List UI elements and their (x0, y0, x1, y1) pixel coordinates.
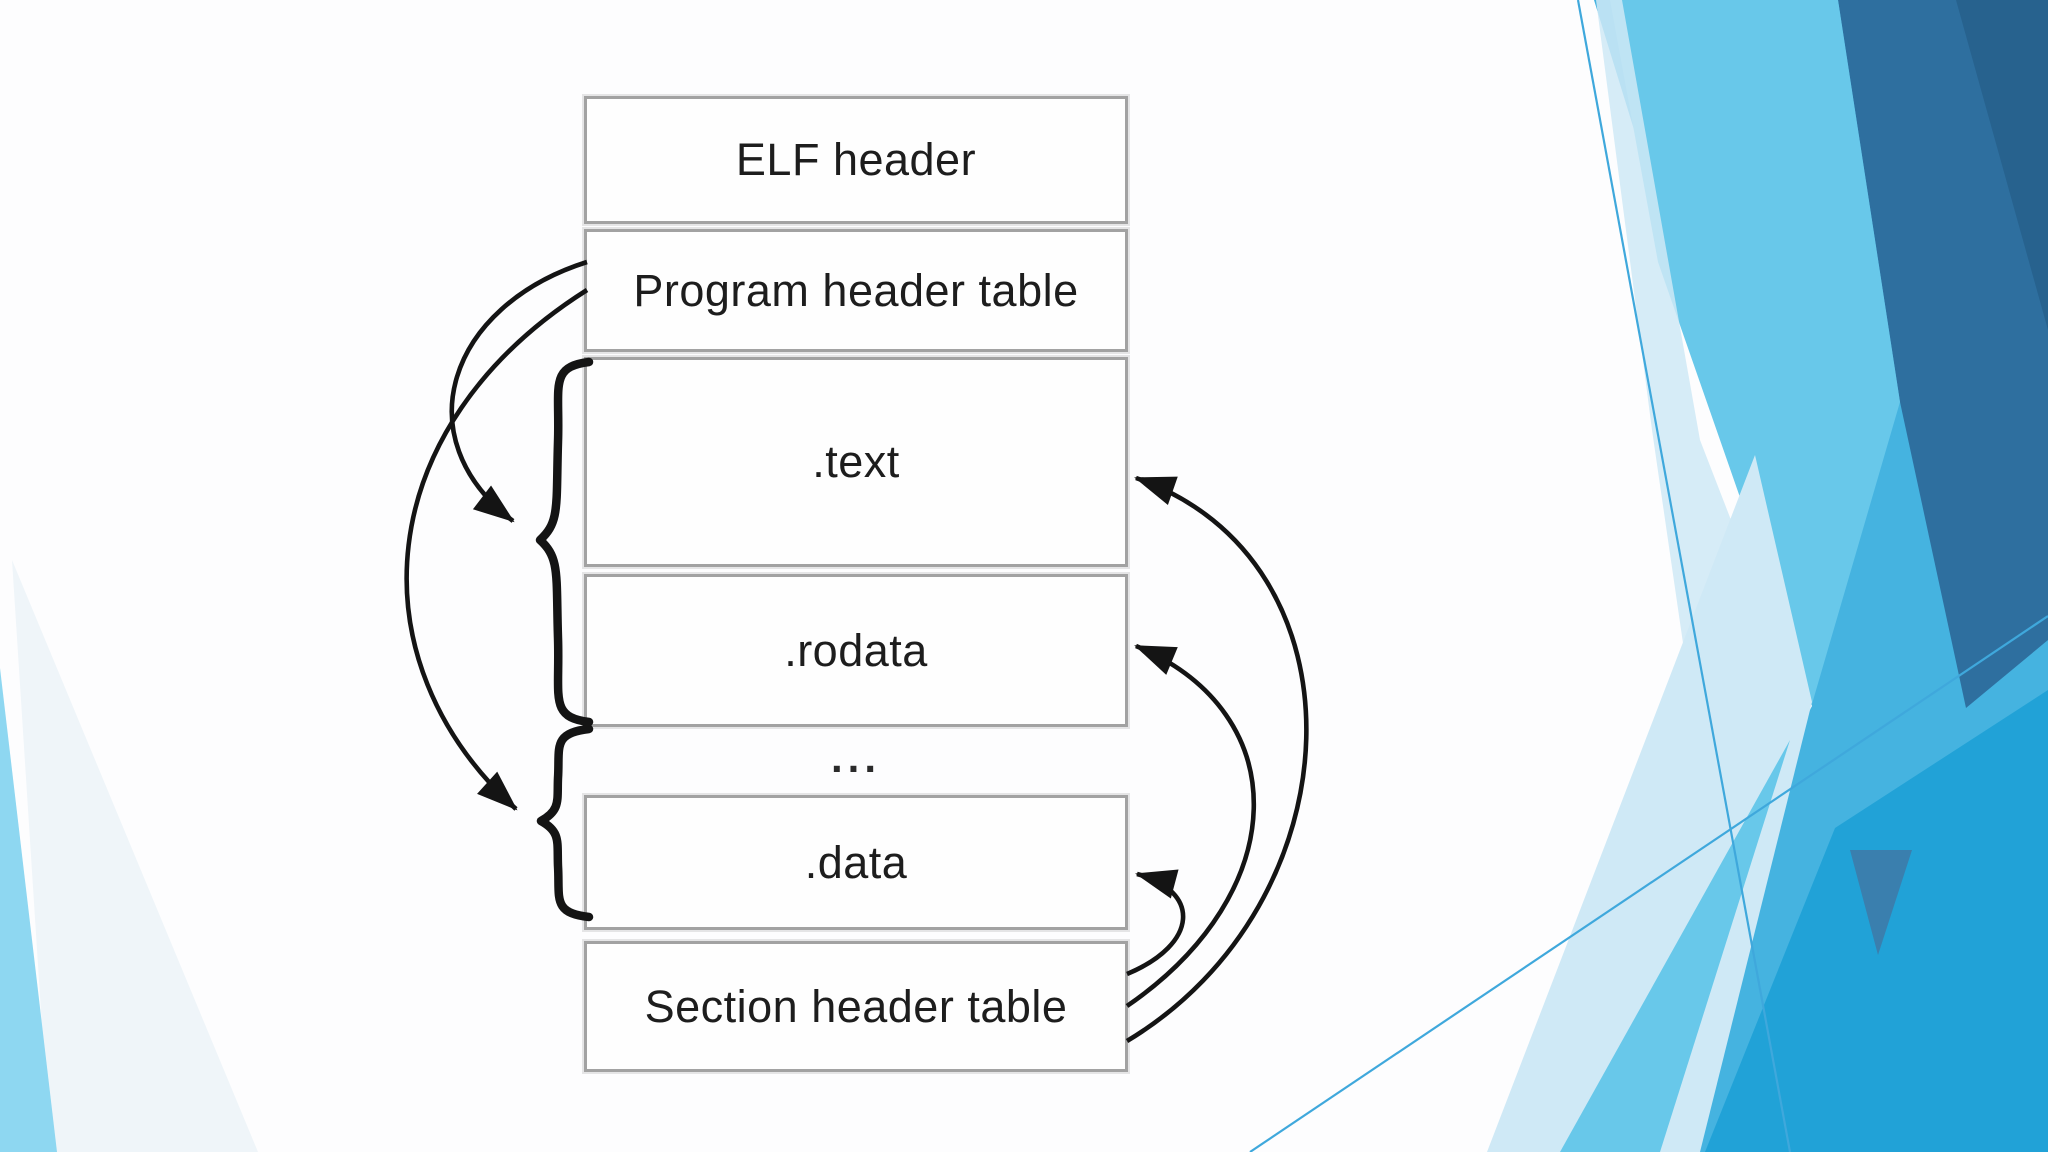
ellipsis-label: ... (830, 734, 881, 781)
deco-pale-lower-wedge (1487, 455, 1812, 1152)
rodata-section-label: .rodata (784, 624, 928, 676)
box-text-section: .text (584, 357, 1128, 567)
elf-header-label: ELF header (735, 134, 977, 185)
deco-bottom-left-wedge (0, 668, 57, 1152)
box-data-section: .data (584, 795, 1128, 930)
data-section-label: .data (804, 836, 908, 888)
deco-accent-line-shallow (1249, 615, 2048, 1152)
deco-faint-tint-wedge (12, 560, 258, 1152)
box-rodata-section: .rodata (584, 574, 1128, 727)
deco-light-cyan-wedge (1610, 0, 1900, 704)
box-program-header-table: Program header table (584, 229, 1128, 352)
box-section-header-table: Section header table (584, 941, 1128, 1072)
box-elf-header: ELF header (584, 96, 1128, 224)
program-header-table-label: Program header table (633, 264, 1079, 316)
deco-steel-wedge (1850, 850, 1912, 955)
deco-darker-blue-sliver (1956, 0, 2048, 330)
section-header-table-label: Section header table (644, 980, 1068, 1032)
deco-accent-line-steep (1576, 0, 1792, 1152)
deco-dark-blue-wedge (1838, 0, 2048, 708)
text-section-label: .text (812, 436, 900, 487)
